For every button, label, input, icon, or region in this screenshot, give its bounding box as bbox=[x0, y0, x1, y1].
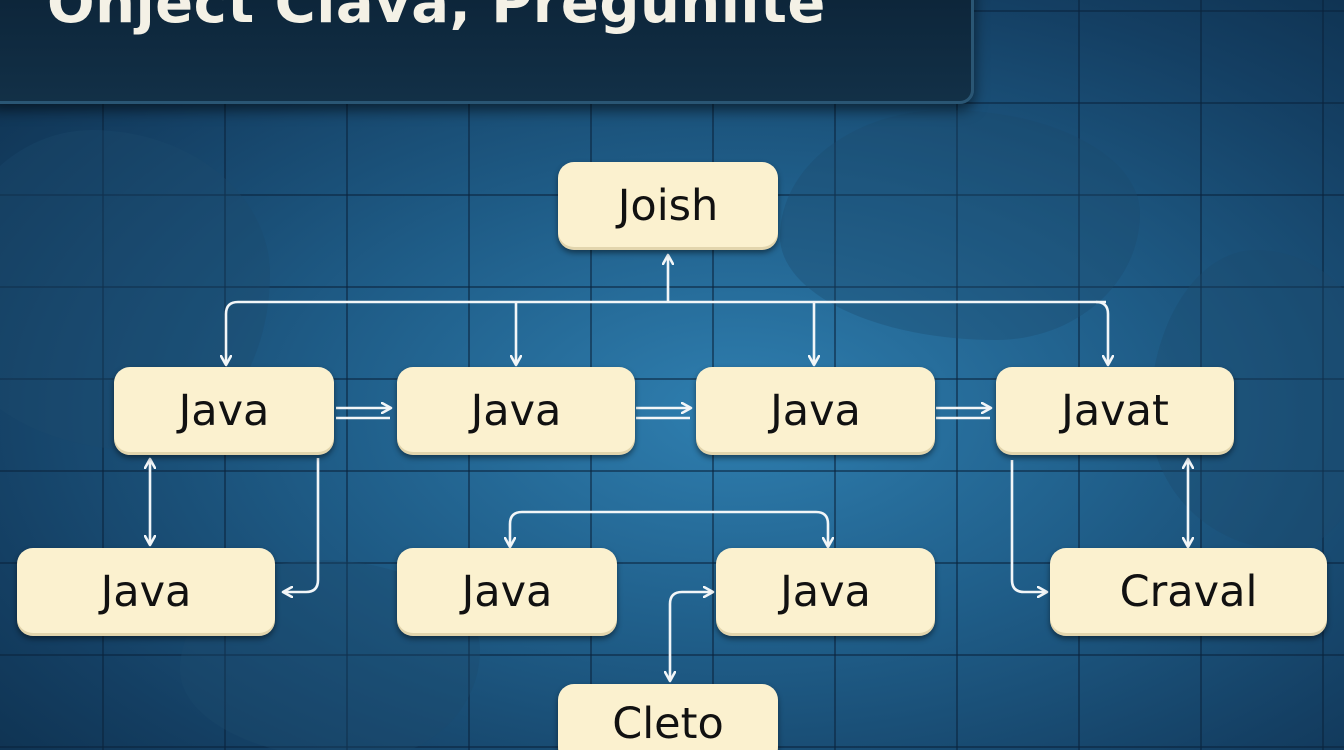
node-row1-b: Java bbox=[397, 367, 635, 455]
node-top: Joish bbox=[558, 162, 778, 250]
node-row2-c: Java bbox=[716, 548, 935, 636]
connector-bottom-row2-c bbox=[670, 592, 712, 680]
connector-to-row1-d bbox=[1095, 300, 1108, 364]
node-row2-d: Craval bbox=[1050, 548, 1327, 636]
connector-loop-to-row2-d bbox=[1010, 460, 1046, 592]
node-row1-c: Java bbox=[696, 367, 935, 455]
connector-row2-b-row2-c bbox=[510, 510, 828, 546]
node-row2-b: Java bbox=[397, 548, 617, 636]
node-row2-a: Java bbox=[17, 548, 275, 636]
node-bottom: Cleto bbox=[558, 684, 778, 750]
connector-to-row1-a bbox=[226, 300, 239, 364]
node-row1-a: Java bbox=[114, 367, 334, 455]
title-bar: Ohject Clava, Pregunilte bbox=[0, 0, 974, 104]
node-row1-d: Javat bbox=[996, 367, 1234, 455]
connector-loop-to-row2-a bbox=[284, 458, 320, 592]
diagram-title: Ohject Clava, Pregunilte bbox=[47, 0, 826, 36]
